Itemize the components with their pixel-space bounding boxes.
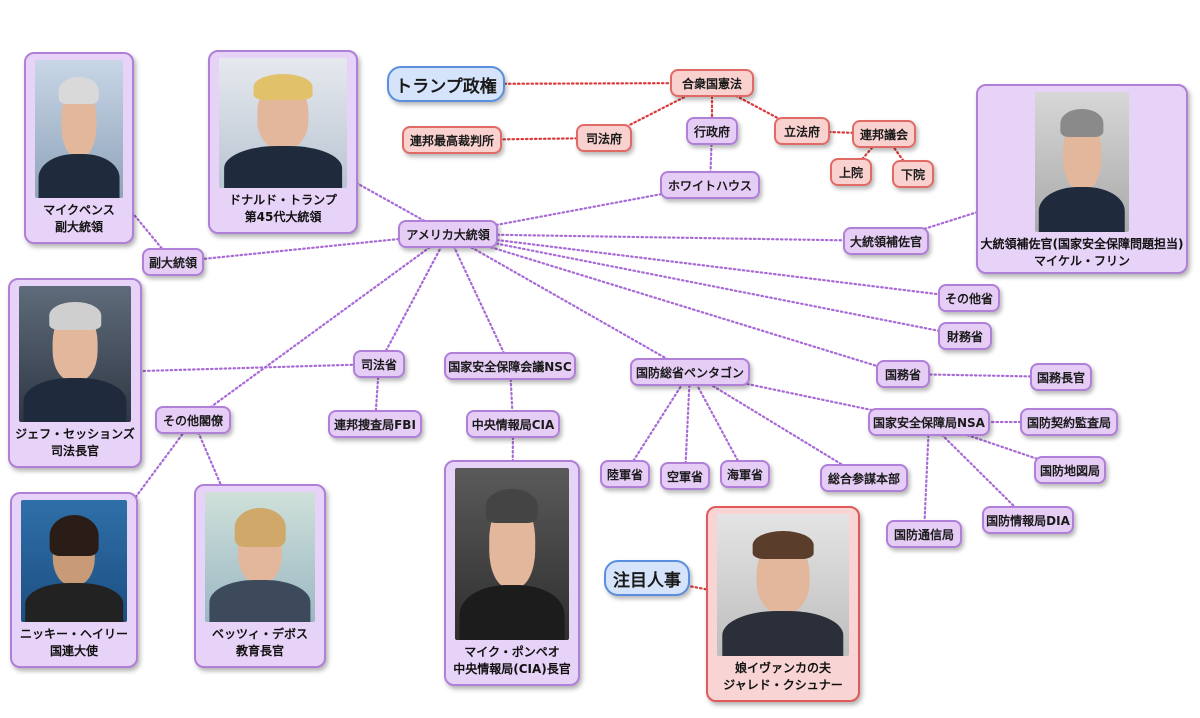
person-title: 副大統領 <box>54 220 103 234</box>
portrait-pompeo-image <box>455 468 569 640</box>
person-name: ジャレド・クシュナー <box>723 678 843 692</box>
person-title: 大統領補佐官(国家安全保障問題担当) <box>980 237 1184 251</box>
person-card-pompeo[interactable]: マイク・ポンペオ 中央情報局(CIA)長官 <box>444 460 580 686</box>
person-caption: 大統領補佐官(国家安全保障問題担当) マイケル・フリン <box>979 232 1186 276</box>
person-caption: 娘イヴァンカの夫 ジャレド・クシュナー <box>721 656 844 700</box>
node-pentagon[interactable]: 国防総省ペンタゴン <box>630 358 750 386</box>
connector-pentagon-to-navy <box>688 370 747 476</box>
connector-president-to-treasury <box>446 232 967 338</box>
node-defense-contract-audit[interactable]: 国防契約監査局 <box>1020 408 1118 436</box>
person-caption: マイク・ポンペオ 中央情報局(CIA)長官 <box>451 640 573 684</box>
topic-trump-administration[interactable]: トランプ政権 <box>387 66 505 102</box>
node-army[interactable]: 陸軍省 <box>600 460 650 488</box>
connector-nsa-to-dia <box>927 420 1030 522</box>
node-defense-communications[interactable]: 国防通信局 <box>886 520 962 548</box>
person-card-sessions[interactable]: ジェフ・セッションズ 司法長官 <box>8 278 142 468</box>
person-title: 娘イヴァンカの夫 <box>734 661 831 675</box>
node-supreme-court[interactable]: 連邦最高裁判所 <box>402 126 502 154</box>
person-title: 司法長官 <box>50 444 99 458</box>
person-name: ベッツィ・デボス <box>211 627 308 641</box>
person-title: 国連大使 <box>49 644 98 658</box>
node-us-president[interactable]: アメリカ大統領 <box>398 220 498 248</box>
portrait-kushner-image <box>717 514 849 656</box>
person-card-pence[interactable]: マイクペンス 副大統領 <box>24 52 134 244</box>
node-constitution[interactable]: 合衆国憲法 <box>670 69 754 97</box>
portrait-flynn-image <box>1035 92 1129 232</box>
person-card-kushner[interactable]: 娘イヴァンカの夫 ジャレド・クシュナー <box>706 506 860 702</box>
node-senate[interactable]: 上院 <box>830 158 872 186</box>
person-title: 第45代大統領 <box>244 210 322 224</box>
portrait-trump-image <box>219 58 347 188</box>
node-navy[interactable]: 海軍省 <box>720 460 770 488</box>
connector-president-to-other <box>446 232 971 300</box>
node-cia[interactable]: 中央情報局CIA <box>466 410 560 438</box>
node-congress[interactable]: 連邦議会 <box>852 120 916 148</box>
node-other-cabinet[interactable]: その他閣僚 <box>155 406 231 434</box>
connector-president-to-justice <box>377 232 450 366</box>
node-dia[interactable]: 国防情報局DIA <box>982 506 1074 534</box>
person-caption: ジェフ・セッションズ 司法長官 <box>13 422 137 466</box>
person-card-flynn[interactable]: 大統領補佐官(国家安全保障問題担当) マイケル・フリン <box>976 84 1188 274</box>
person-title: 教育長官 <box>235 644 284 658</box>
person-caption: ベッツィ・デボス 教育長官 <box>210 622 310 666</box>
node-secretary-of-state[interactable]: 国務長官 <box>1030 363 1092 391</box>
connector-president-to-state <box>446 232 905 376</box>
person-name: ドナルド・トランプ <box>229 193 337 207</box>
node-presidential-advisor[interactable]: 大統領補佐官 <box>843 227 929 255</box>
person-name: マイクペンス <box>43 203 115 217</box>
connector-pentagon-to-army <box>623 370 692 476</box>
node-executive[interactable]: 行政府 <box>686 117 738 145</box>
portrait-sessions-image <box>19 286 131 422</box>
connector-president-to-nsc <box>446 232 512 368</box>
node-defense-mapping[interactable]: 国防地図局 <box>1034 456 1106 484</box>
person-caption: マイクペンス 副大統領 <box>41 198 117 242</box>
connector-pentagon-to-airforce <box>683 370 692 478</box>
person-card-haley[interactable]: ニッキー・ヘイリー 国連大使 <box>10 492 138 668</box>
person-card-devos[interactable]: ベッツィ・デボス 教育長官 <box>194 484 326 668</box>
node-state-department[interactable]: 国務省 <box>876 360 930 388</box>
person-name: ニッキー・ヘイリー <box>19 627 128 641</box>
connector-nsa-to-disa <box>922 420 931 536</box>
node-white-house[interactable]: ホワイトハウス <box>660 171 760 199</box>
node-treasury[interactable]: 財務省 <box>938 322 992 350</box>
connector-pentagon-to-joint <box>688 370 866 480</box>
node-house[interactable]: 下院 <box>892 160 934 188</box>
node-air-force[interactable]: 空軍省 <box>660 462 710 490</box>
person-name: ジェフ・セッションズ <box>15 427 135 441</box>
node-nsa[interactable]: 国家安全保障局NSA <box>868 408 990 436</box>
node-fbi[interactable]: 連邦捜査局FBI <box>328 410 422 438</box>
node-vice-president[interactable]: 副大統領 <box>142 248 204 276</box>
node-joint-chiefs[interactable]: 総合参謀本部 <box>820 464 908 492</box>
node-national-security-council[interactable]: 国家安全保障会議NSC <box>444 352 576 380</box>
portrait-haley-image <box>21 500 127 622</box>
person-caption: ドナルド・トランプ 第45代大統領 <box>227 188 339 232</box>
connector-president-to-pentagon <box>446 232 692 374</box>
person-card-trump[interactable]: ドナルド・トランプ 第45代大統領 <box>208 50 358 234</box>
person-caption: ニッキー・ヘイリー 国連大使 <box>18 622 130 666</box>
person-name: マイケル・フリン <box>1033 254 1130 268</box>
connector-president-to-advisor <box>446 232 888 243</box>
node-justice-department[interactable]: 司法省 <box>353 350 405 378</box>
node-judiciary[interactable]: 司法府 <box>576 124 632 152</box>
portrait-pence-image <box>35 60 123 198</box>
person-title: 中央情報局(CIA)長官 <box>453 662 571 676</box>
topic-notable-appointments[interactable]: 注目人事 <box>604 560 690 596</box>
portrait-devos-image <box>205 492 315 622</box>
node-legislature[interactable]: 立法府 <box>774 117 830 145</box>
person-name: マイク・ポンペオ <box>464 645 560 659</box>
node-other-departments[interactable]: その他省 <box>938 284 1000 312</box>
connector-president-to-othercab <box>191 232 450 422</box>
